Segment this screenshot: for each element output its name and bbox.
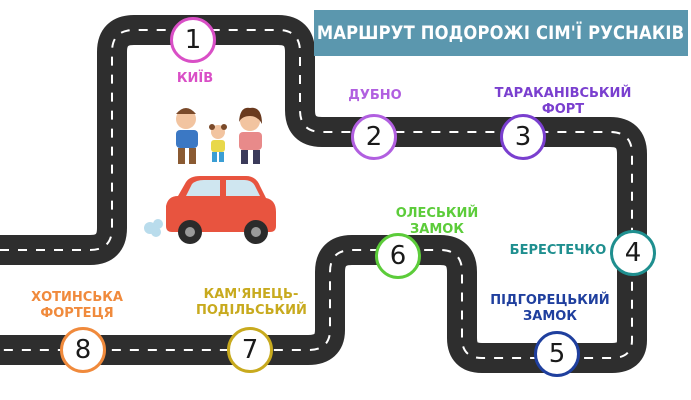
stop-number: 4 — [624, 238, 642, 268]
place-label-line: ТАРАКАНІВСЬКИЙ — [494, 86, 632, 101]
place-label-kyiv: КИЇВ — [160, 71, 230, 87]
place-label-line: ПІДГОРЕЦЬКИЙ — [490, 293, 610, 308]
place-label-line: ОЛЕСЬКИЙ — [395, 206, 479, 221]
stop-marker-6: 6 — [375, 233, 421, 279]
stop-number: 2 — [365, 122, 383, 152]
place-label-line: ФОРТ — [541, 102, 585, 117]
stop-marker-7: 7 — [227, 327, 273, 373]
stop-number: 8 — [74, 335, 92, 365]
page-title: МАРШРУТ ПОДОРОЖІ СІМ'Ї РУСНАКІВ — [317, 22, 685, 44]
stop-number: 3 — [514, 122, 532, 152]
child-figure — [209, 124, 227, 162]
place-label-line: ПОДІЛЬСЬКИЙ — [196, 303, 307, 318]
place-label-berestechko: БЕРЕСТЕЧКО — [508, 243, 608, 259]
stop-marker-5: 5 — [534, 331, 580, 377]
mother-figure — [239, 107, 262, 164]
stop-number: 1 — [184, 25, 202, 55]
place-label-kamianets-podilskyi: КАМ'ЯНЕЦЬ- ПОДІЛЬСЬКИЙ — [196, 287, 307, 319]
stop-number: 7 — [241, 335, 259, 365]
place-label-line: ДУБНО — [348, 88, 402, 103]
place-label-line: ЗАМОК — [410, 222, 464, 237]
stop-number: 5 — [548, 339, 566, 369]
place-label-line: ХОТИНСЬКА — [31, 290, 123, 305]
stop-marker-1: 1 — [170, 17, 216, 63]
title-banner: МАРШРУТ ПОДОРОЖІ СІМ'Ї РУСНАКІВ — [314, 10, 688, 56]
stop-marker-4: 4 — [610, 230, 656, 276]
car-window — [226, 180, 260, 196]
place-label-dubno: ДУБНО — [335, 88, 415, 104]
exhaust-cloud — [144, 219, 163, 237]
place-label-line: БЕРЕСТЕЧКО — [509, 243, 607, 258]
family-illustration — [176, 107, 262, 164]
stop-marker-3: 3 — [500, 114, 546, 160]
place-label-line: ФОРТЕЦЯ — [40, 306, 114, 321]
car-illustration — [144, 176, 276, 244]
place-label-line: КАМ'ЯНЕЦЬ- — [203, 287, 299, 302]
place-label-khotyn-fortress: ХОТИНСЬКА ФОРТЕЦЯ — [22, 290, 132, 322]
stop-marker-8: 8 — [60, 327, 106, 373]
place-label-pidhirtsi-castle: ПІДГОРЕЦЬКИЙ ЗАМОК — [490, 293, 610, 325]
place-label-line: КИЇВ — [176, 71, 214, 86]
father-figure — [176, 108, 198, 164]
place-label-line: ЗАМОК — [523, 309, 577, 324]
stop-marker-2: 2 — [351, 114, 397, 160]
car-window — [186, 180, 220, 196]
place-label-olesko-castle: ОЛЕСЬКИЙ ЗАМОК — [392, 206, 482, 238]
stop-number: 6 — [389, 241, 407, 271]
place-label-tarakaniv-fort: ТАРАКАНІВСЬКИЙ ФОРТ — [488, 86, 638, 118]
